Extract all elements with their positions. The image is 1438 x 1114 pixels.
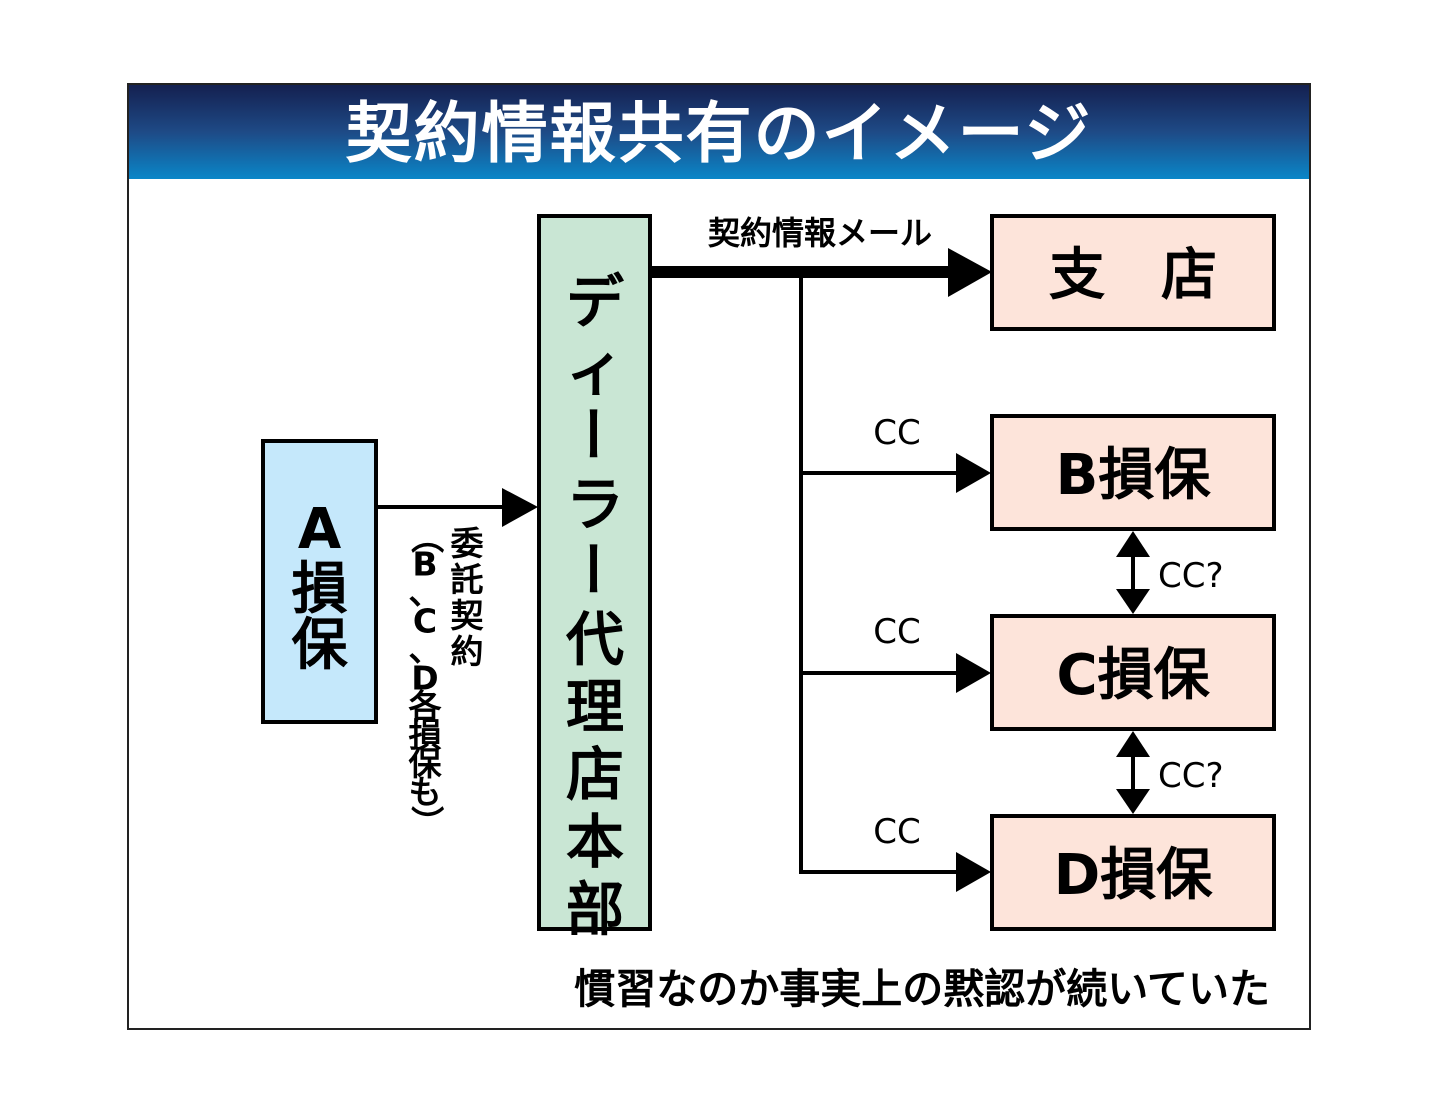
vlabel-col2-char: も [409,773,442,812]
dealer-label-char: ー [557,539,625,597]
contract-info-mail-label: 契約情報メール [708,214,932,252]
dealer-to-branch-arrowhead [948,248,992,297]
c-d-arrowhead-up [1116,731,1150,757]
a-sonpo-label-ho: 保 [292,613,349,678]
vlabel-col1-char: 約 [451,632,484,671]
edge-dealer-to-c: CC [799,612,991,693]
node-branch: 支 店 [990,214,1276,331]
vlabel-col2-char: 保 [409,744,443,783]
c-d-arrowhead-down [1116,789,1150,814]
vlabel-col2-char: 、 [409,573,442,612]
dealer-label-char: 代 [565,606,624,674]
edge-a-to-dealer [377,488,538,527]
dealer-label-char: ラ [566,471,624,539]
edge-b-c-mutual: CC? [1116,531,1224,614]
edge-dealer-to-b: CC [799,413,991,493]
node-a-sonpo: A 損 保 [261,439,378,724]
dealer-hq-box [537,214,652,931]
branch-label: 支 店 [1049,243,1217,308]
dealer-label-char: 理 [566,673,624,741]
vlabel-col2-char: 、 [409,630,442,669]
cc-c-arrowhead [956,653,991,693]
a-sonpo-label-son: 損 [292,557,348,622]
cc-b-arrowhead [956,453,991,493]
c-d-cc-label: CC? [1158,756,1224,796]
cc-d-arrowhead [956,852,991,892]
a-sonpo-box [261,439,378,724]
b-c-arrowhead-up [1116,531,1150,557]
cc-c-label: CC [873,612,920,652]
cc-d-label: CC [873,812,920,852]
edge-c-d-mutual: CC? [1116,731,1224,814]
dealer-label-char: ィ [566,336,624,404]
vlabel-col2-char: C [413,602,437,641]
vlabel-col1-char: 契 [451,596,485,635]
a-sonpo-label-letter: A [298,497,342,562]
c-sonpo-box [990,614,1276,731]
dealer-label-char: 部 [566,876,624,944]
page-title: 契約情報共有のイメージ [346,95,1093,172]
cc-b-label: CC [873,413,920,453]
vlabel-col2-char: 各 [408,687,443,726]
vlabel-col1-char: 託 [451,560,484,599]
node-b-sonpo: B損保 [990,414,1276,531]
b-c-arrowhead-down [1116,589,1150,614]
b-c-cc-label: CC? [1158,556,1224,596]
branch-box [990,214,1276,331]
edge-dealer-to-d: CC [799,812,991,892]
d-sonpo-label: D損保 [1054,843,1213,908]
c-sonpo-label: C損保 [1056,643,1210,708]
vlabel-col2-char: D [411,659,438,698]
vlabel-col1-char: 委 [451,524,484,563]
node-d-sonpo: D損保 [990,814,1276,931]
dealer-label-char: ー [557,404,625,462]
node-c-sonpo: C損保 [990,614,1276,731]
title-background [129,85,1309,179]
vlabel-col2-char: （ [407,521,446,554]
dealer-label-char: デ [566,268,625,336]
a-to-dealer-arrowhead [502,488,538,527]
d-sonpo-box [990,814,1276,931]
title-banner: 契約情報共有のイメージ [129,85,1309,179]
b-sonpo-label: B損保 [1056,443,1212,508]
dealer-label-char: 本 [566,808,624,876]
caption: 慣習なのか事実上の黙認が続いていた [574,965,1270,1013]
vlabel-col2-char: ） [407,806,446,839]
vlabel-col2-char: B [412,545,437,584]
dealer-label-char: 店 [566,741,624,809]
vlabel-col2-char: 損 [409,716,442,755]
b-sonpo-box [990,414,1276,531]
